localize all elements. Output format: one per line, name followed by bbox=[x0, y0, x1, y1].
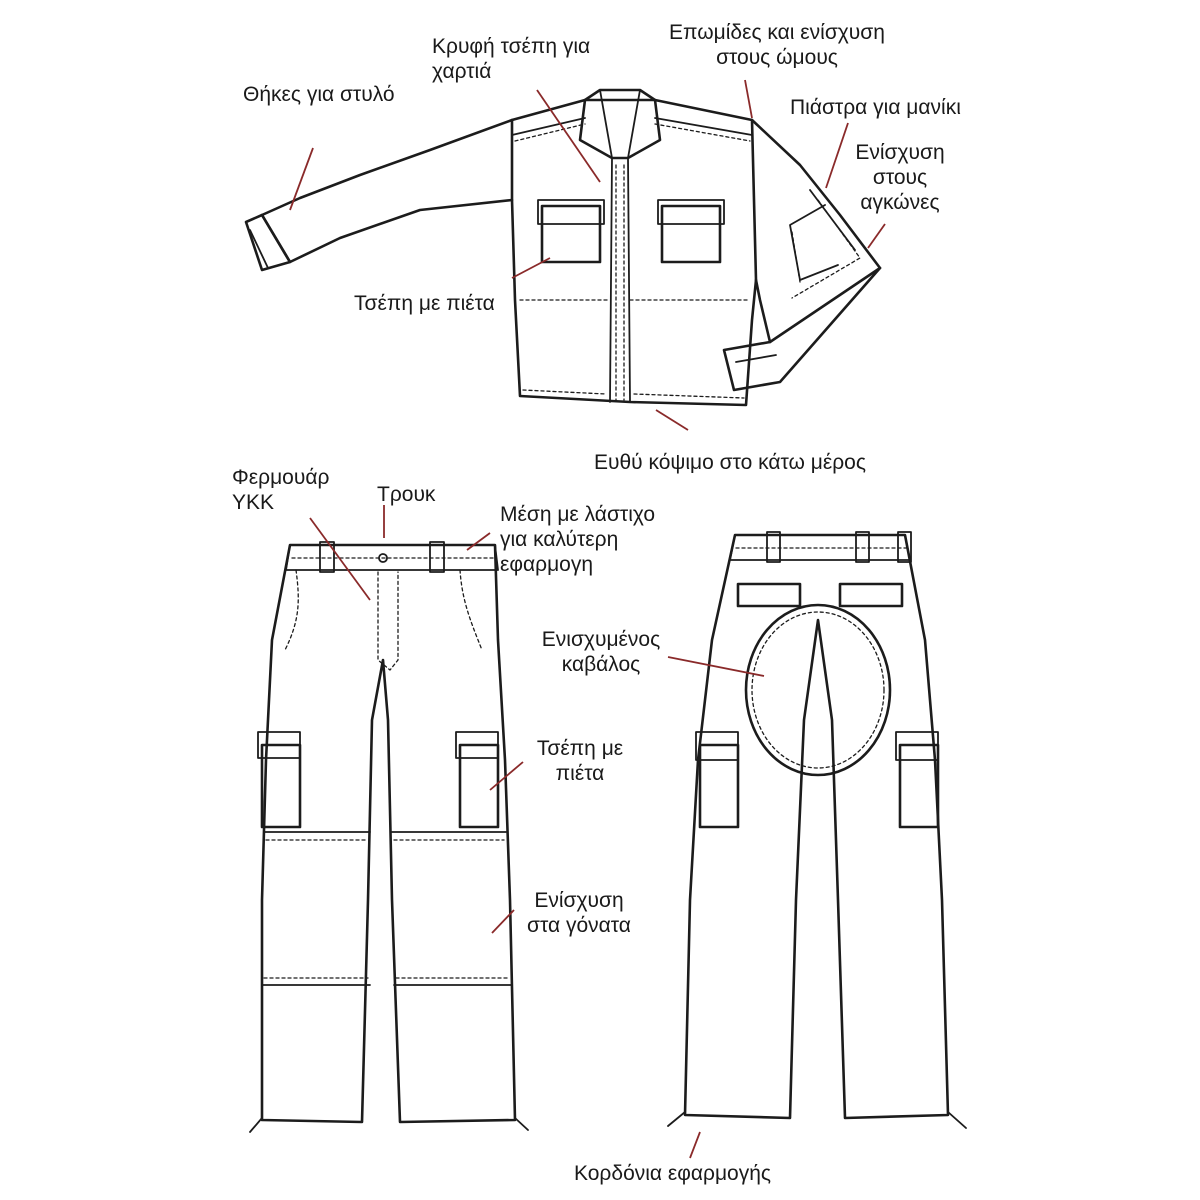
label-shoulder-epaulettes: Επωμίδες και ενίσχυση στους ώμους bbox=[669, 21, 885, 69]
shirt-body bbox=[510, 98, 758, 407]
back-pants-drawing bbox=[667, 531, 967, 1129]
shirt-right-cuff bbox=[722, 266, 882, 392]
back-right-cargo-pocket bbox=[898, 743, 940, 829]
front-waistband bbox=[285, 544, 499, 571]
shirt-left-sleeve bbox=[260, 118, 514, 264]
back-right-pocket-flap bbox=[838, 582, 904, 608]
shirt-collar bbox=[578, 88, 662, 160]
back-left-pocket-flap bbox=[736, 582, 802, 608]
label-cargo-pocket: Τσέπη με πιέτα bbox=[536, 737, 624, 785]
leader-lines bbox=[289, 79, 886, 1159]
label-hidden-pocket: Κρυφή τσέπη για χαρτιά bbox=[432, 35, 591, 83]
shirt-drawing bbox=[244, 88, 882, 407]
shirt-left-pocket bbox=[540, 204, 602, 264]
back-pants-outline bbox=[683, 533, 950, 1120]
label-pen-pockets: Θήκες για στυλό bbox=[243, 83, 395, 106]
front-pants-outline bbox=[260, 543, 517, 1124]
back-left-cargo-pocket bbox=[698, 743, 740, 829]
shirt-left-pocket-flap bbox=[537, 199, 605, 225]
reinforced-seat-patch bbox=[744, 603, 892, 777]
shirt-right-pocket bbox=[660, 204, 722, 264]
shirt-right-pocket-flap bbox=[657, 199, 725, 225]
front-pants-drawing bbox=[249, 541, 529, 1133]
label-knee-reinforcement: Ενίσχυση στα γόνατα bbox=[527, 889, 631, 937]
shirt-placket bbox=[609, 157, 631, 403]
label-reinforced-seat: Ενισχυμένος καβάλος bbox=[541, 628, 661, 676]
label-drawstrings: Κορδόνια εφαρμογής bbox=[574, 1162, 772, 1185]
label-sleeve-tab: Πιάστρα για μανίκι bbox=[790, 96, 961, 119]
shirt-left-cuff bbox=[244, 213, 292, 272]
label-zipper: Φερμουάρ YKK bbox=[232, 466, 330, 514]
label-snap: Τρουκ bbox=[377, 483, 436, 506]
shirt-yoke bbox=[511, 117, 753, 136]
label-elastic-waist: Μέση με λάστιχο για καλύτερη εφαρμογη bbox=[500, 503, 656, 576]
label-flap-pocket-shirt: Τσέπη με πιέτα bbox=[354, 292, 495, 315]
front-left-cargo-pocket bbox=[260, 743, 302, 829]
front-right-cargo-pocket bbox=[458, 743, 500, 829]
label-straight-hem: Ευθύ κόψιμο στο κάτω μέρος bbox=[594, 451, 866, 474]
back-waistband bbox=[729, 534, 911, 561]
label-elbow-reinforcement: Ενίσχυση στους αγκώνες bbox=[855, 141, 945, 214]
